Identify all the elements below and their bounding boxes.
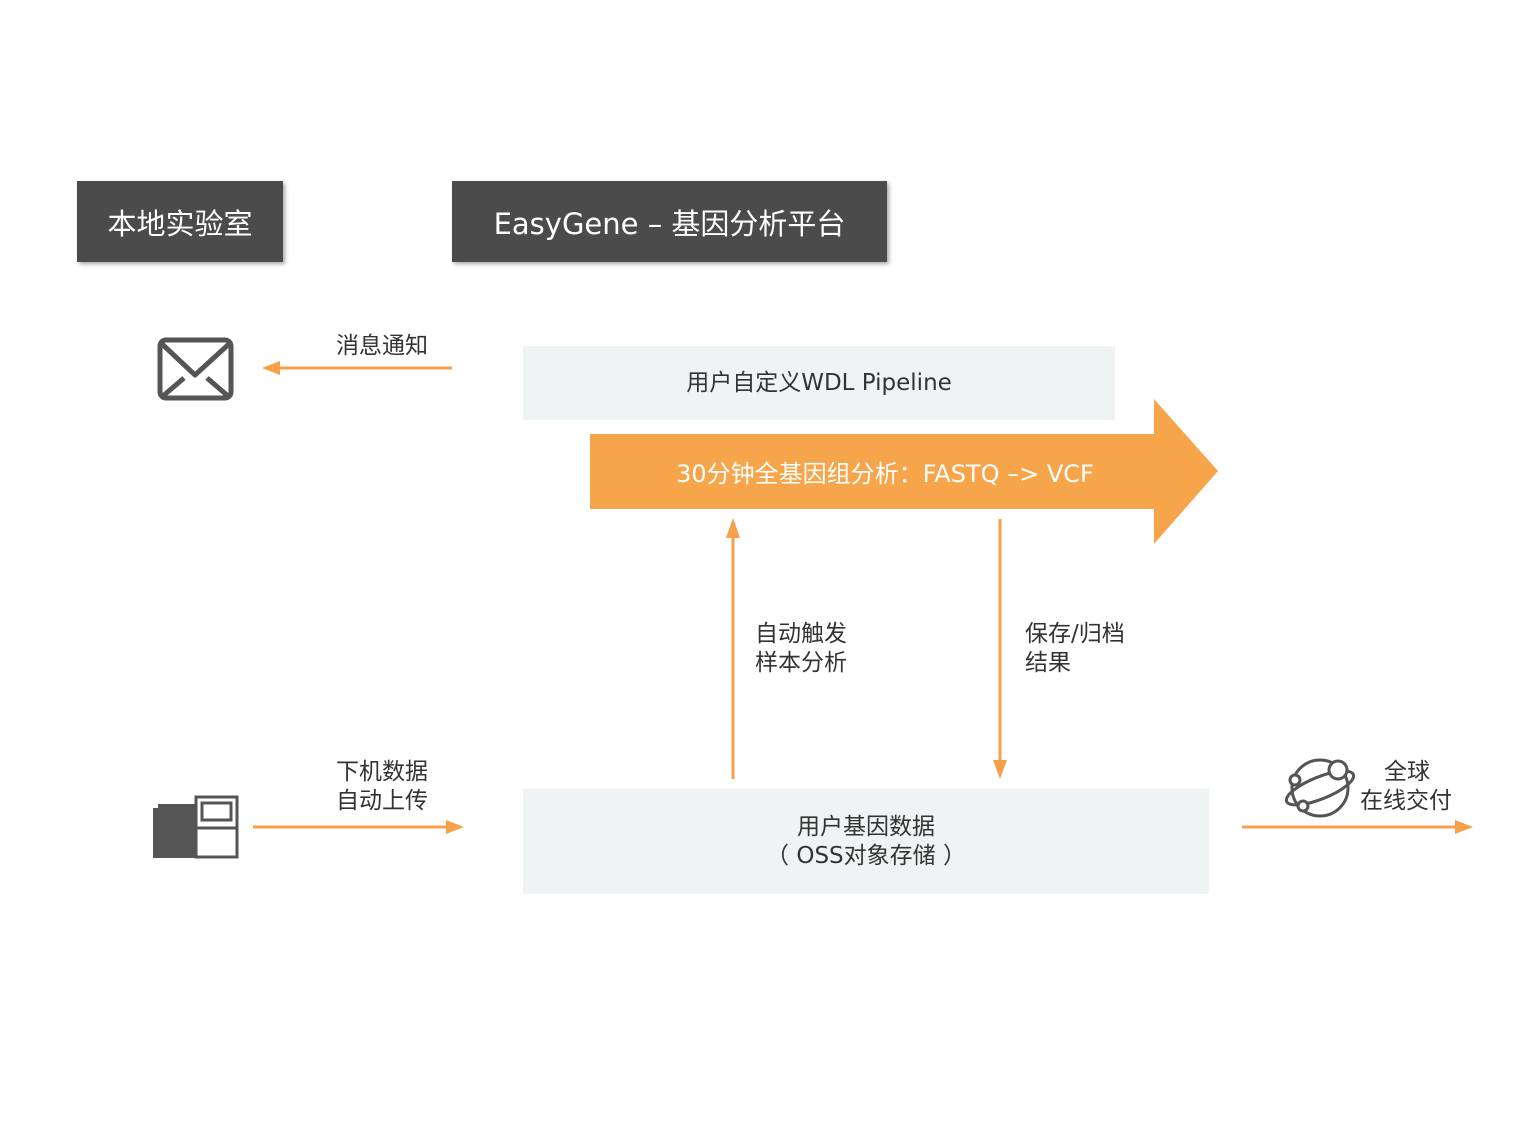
mail-icon <box>157 337 234 401</box>
archive-label-line2: 结果 <box>1025 650 1071 676</box>
trigger-label-line2: 样本分析 <box>755 650 847 676</box>
analysis-arrow <box>590 399 1218 544</box>
storage-box: 用户基因数据 （ OSS对象存储 ） <box>523 789 1209 894</box>
archive-label-line1: 保存/归档 <box>1025 621 1125 647</box>
delivery-arrow <box>1242 820 1473 834</box>
archive-arrow <box>993 519 1007 779</box>
upload-label-line1: 下机数据 <box>336 759 428 785</box>
storage-label-line1: 用户基因数据 <box>797 813 935 840</box>
notify-label: 消息通知 <box>336 333 428 359</box>
trigger-label-line1: 自动触发 <box>755 621 847 647</box>
analysis-label: 30分钟全基因组分析：FASTQ –> VCF <box>676 459 1094 488</box>
upload-arrow <box>253 820 464 834</box>
pipeline-label: 用户自定义WDL Pipeline <box>686 369 952 396</box>
platform-title: EasyGene – 基因分析平台 <box>452 181 887 262</box>
delivery-label-line2: 在线交付 <box>1360 788 1452 814</box>
local-lab-title: 本地实验室 <box>77 181 283 262</box>
notify-arrow <box>262 361 452 375</box>
delivery-label-line1: 全球 <box>1384 759 1430 785</box>
upload-label-line2: 自动上传 <box>336 788 428 814</box>
pipeline-box: 用户自定义WDL Pipeline <box>523 346 1115 420</box>
sequencer-icon <box>153 795 239 859</box>
storage-label-line2: （ OSS对象存储 ） <box>766 842 966 869</box>
globe-icon <box>1284 758 1356 818</box>
trigger-arrow <box>726 518 740 779</box>
